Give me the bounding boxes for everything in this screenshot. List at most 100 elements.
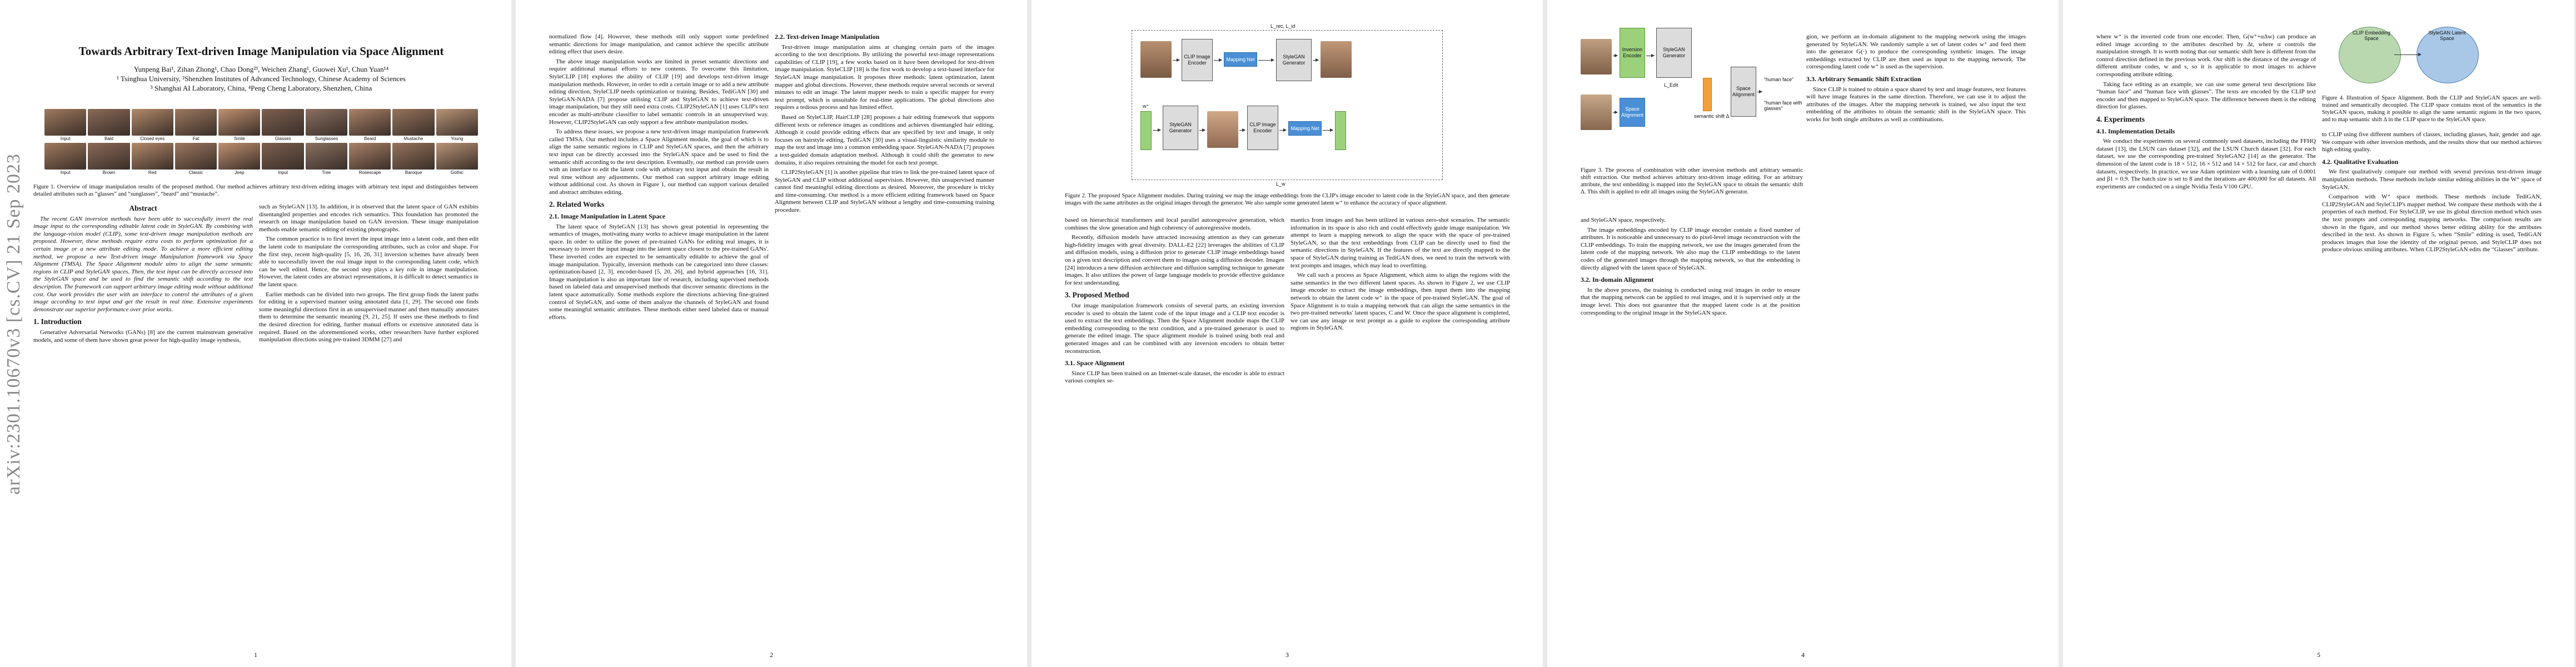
stylegan-generator-block-2: StyleGAN Generator [1163,106,1198,150]
text-prompt-2: “human face with glasses” [1764,100,1802,111]
paragraph: Text-driven image manipulation aims at c… [775,43,994,111]
teaser-image [392,109,435,136]
teaser-image [218,143,261,170]
column-right: such as StyleGAN [13]. In addition, it i… [259,203,479,346]
figure-4-caption: Figure 4. Illustration of Space Alignmen… [2322,95,2542,123]
column-left: and StyleGAN space, respectively. The im… [1581,217,1800,319]
teaser-cell: Rosescape [349,143,391,176]
arrow [1199,128,1205,132]
author-block: Yunpeng Bai¹, Zihan Zhong¹, Chao Dong²³,… [33,64,489,93]
abstract-text: The recent GAN inversion methods have be… [33,215,253,313]
clip-image-encoder-block-2: CLIP Image Encoder [1247,106,1278,150]
clip-space-label: CLIP Embedding Space [2353,30,2390,41]
teaser-label: Jeep [235,170,245,175]
paragraph: In the above process, the training is co… [1581,286,1800,316]
paragraph: Earlier methods can be divided into two … [259,291,479,344]
page-number: 3 [1285,651,1289,659]
page-number: 1 [254,651,257,659]
subsection-heading: 2.1. Image Manipulation in Latent Space [549,212,666,221]
teaser-cell: Baroque [392,143,435,176]
paper-title: Towards Arbitrary Text-driven Image Mani… [78,44,444,58]
column-right: gion, we perform an in-domain alignment … [1806,33,2026,126]
teaser-image [262,109,304,136]
teaser-image [392,143,435,170]
paragraph: We call such a process as Space Alignmen… [1291,272,1510,332]
teaser-image [436,109,478,136]
paragraph: normalized flow [4]. However, these meth… [549,33,769,56]
mapping-net-block-2: Mapping Net [1288,121,1322,136]
arrow [1613,111,1618,114]
teaser-label: Glasses [275,136,291,141]
teaser-label: Classic [188,170,203,175]
arrow [1279,128,1287,132]
teaser-label: Young [451,136,464,141]
arrow [1214,58,1222,62]
predicted-latent-block [1335,111,1346,150]
clip-space-ellipse [2339,27,2401,83]
paragraph: CLIP2StyleGAN [1] is another pipeline th… [775,169,994,214]
paragraph: Recently, diffusion models have attracte… [1065,234,1284,286]
teaser-label: Mustache [403,136,423,141]
paper-page-2: normalized flow [4]. However, these meth… [516,0,1027,667]
teaser-label: Gothic [450,170,464,175]
teaser-cell: Glasses [262,109,304,142]
figure-3-diagram: Inversion Encoder StyleGAN Generator Spa… [1581,22,1814,156]
teaser-cell: Sunglasses [305,109,348,142]
affiliation-1: ¹ Tsinghua University, ²Shenzhen Institu… [117,74,406,83]
teaser-image [436,143,478,170]
figure-2-caption: Figure 2. The proposed Space Alignment m… [1065,193,1509,206]
arrow [1239,128,1245,132]
input-face-image [1581,39,1612,74]
teaser-image [349,143,391,170]
paragraph: where w⁺ is the inverted code from one e… [2096,33,2316,78]
section-heading-proposed-method: 3. Proposed Method [1065,291,1129,300]
paragraph: The latent space of StyleGAN [13] has sh… [549,223,769,321]
latent-code-block [1140,111,1152,150]
teaser-cell: Tree [305,143,348,176]
subsection-heading: 3.1. Space Alignment [1065,359,1125,367]
teaser-image [218,109,261,136]
paragraph: such as StyleGAN [13]. In addition, it i… [259,203,479,233]
paragraph: based on hierarchical transformers and l… [1065,217,1284,231]
column-right: to CLIP using five different numbers of … [2322,131,2542,256]
inversion-encoder-block: Inversion Encoder [1620,28,1645,78]
input-face-image [1140,41,1172,78]
arrow [1153,128,1161,132]
paper-page-4: Inversion Encoder StyleGAN Generator Spa… [1547,0,2059,667]
paragraph: Since CLIP has been trained on an Intern… [1065,370,1284,385]
teaser-label: Tree [322,170,331,175]
teaser-image [88,109,130,136]
teaser-label: Input [60,170,71,175]
teaser-image [44,143,87,170]
stylegan-space-ellipse [2416,27,2479,83]
teaser-label: Bald [104,136,113,141]
teaser-cell: Gothic [436,143,478,176]
paragraph: The above image manipulation works are l… [549,58,769,126]
paragraph: mantics from images and has been utilize… [1291,217,1510,269]
teaser-cell: Bald [88,109,130,142]
teaser-image [131,143,173,170]
subsection-heading: 4.1. Implementation Details [2096,127,2175,135]
teaser-cell: Brown [88,143,130,176]
teaser-label: Brown [102,170,116,175]
teaser-label: Sunglasses [315,136,338,141]
arrow [1258,58,1274,62]
teaser-image [262,143,304,170]
teaser-cell: Young [436,109,478,142]
teaser-image [88,143,130,170]
loss-label-top: L_rec, L_id [1270,23,1296,29]
paragraph: The common practice is to first invert t… [259,236,479,288]
paragraph: and StyleGAN space, respectively. [1581,217,1666,223]
teaser-image [305,143,348,170]
column-right: mantics from images and has been utilize… [1291,217,1510,335]
figure-4-diagram: CLIP Embedding Space StyleGAN Latent Spa… [2322,22,2542,89]
teaser-cell: Input [262,143,304,176]
figure-2-diagram: L_rec, L_id L_w CLIP Image Encoder Mappi… [1065,22,1509,189]
paragraph: Based on StyleCLIP, HairCLIP [28] propos… [775,113,994,166]
teaser-image [175,109,217,136]
reference-face-image [1581,94,1612,130]
teaser-label: Baroque [405,170,422,175]
teaser-image [131,109,173,136]
